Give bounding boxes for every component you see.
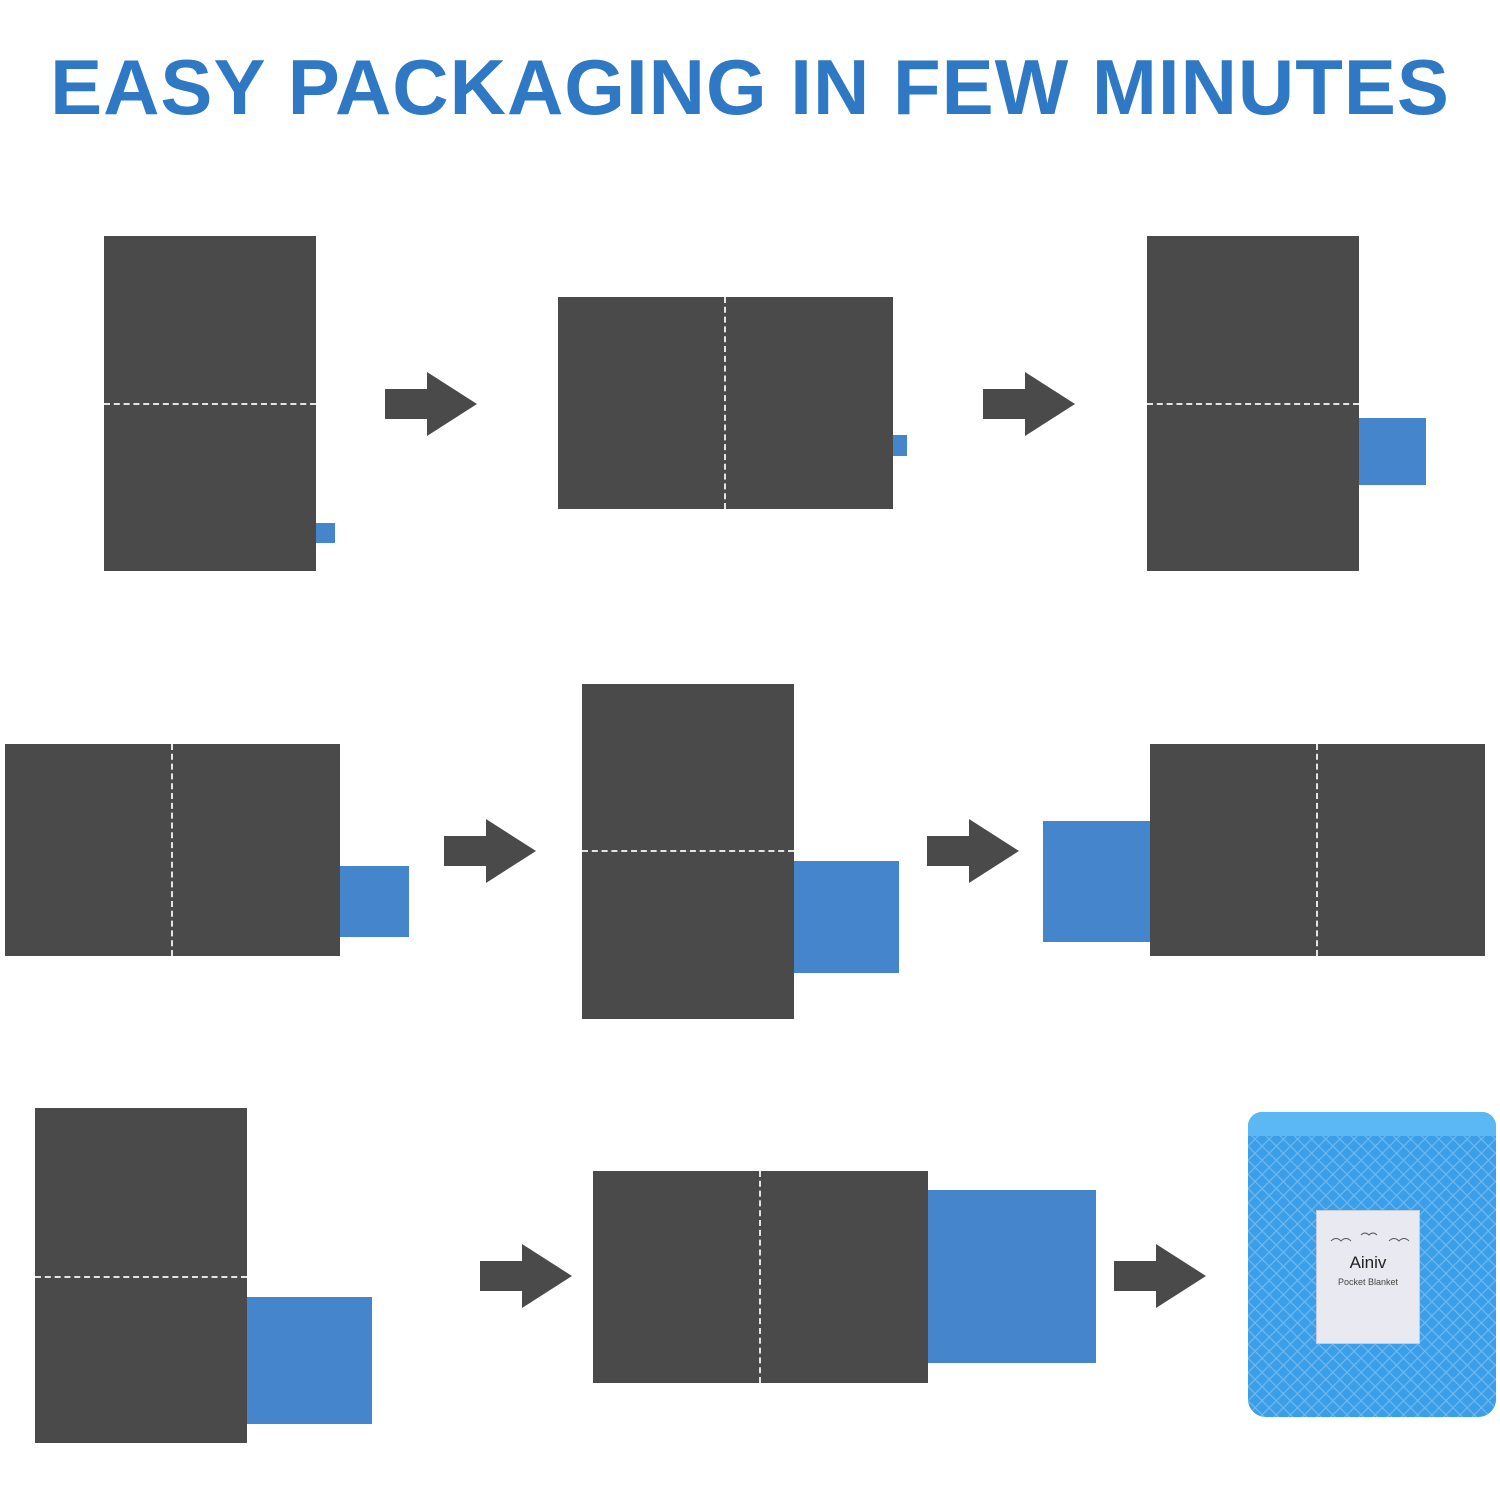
fold-line	[759, 1171, 761, 1383]
right-arrow-icon	[385, 372, 477, 436]
pouch-rim	[1248, 1112, 1496, 1136]
step-5-blanket	[582, 684, 794, 1019]
step-7-pocket-tab	[247, 1297, 372, 1424]
fold-line	[104, 403, 316, 405]
step-2-blanket	[558, 297, 893, 509]
step-6-pocket-tab	[1043, 821, 1151, 942]
fold-line	[1316, 744, 1318, 956]
fold-line	[724, 297, 726, 509]
step-4-pocket-tab	[340, 866, 409, 937]
packed-pocket-blanket: Ainiv Pocket Blanket	[1248, 1112, 1496, 1417]
product-name: Pocket Blanket	[1337, 1277, 1399, 1287]
fold-line	[582, 850, 794, 852]
right-arrow-icon	[983, 372, 1075, 436]
fold-line	[35, 1276, 247, 1278]
step-3-blanket	[1147, 236, 1359, 571]
step-4-blanket	[5, 744, 340, 956]
step-6-blanket	[1150, 744, 1485, 956]
step-7-blanket	[35, 1108, 247, 1443]
step-2-pocket-tab	[893, 435, 907, 456]
page-title: EASY PACKAGING IN FEW MINUTES	[50, 43, 1450, 131]
brand-name: Ainiv	[1349, 1253, 1387, 1272]
step-8-pocket-tab	[928, 1190, 1096, 1363]
step-8-blanket	[593, 1171, 928, 1383]
step-5-pocket-tab	[794, 861, 899, 973]
product-label: Ainiv Pocket Blanket	[1316, 1210, 1420, 1344]
right-arrow-icon	[1114, 1244, 1206, 1308]
step-1-pocket-tab	[316, 523, 335, 543]
step-3-pocket-tab	[1359, 418, 1426, 485]
right-arrow-icon	[927, 819, 1019, 883]
fold-line	[1147, 403, 1359, 405]
right-arrow-icon	[480, 1244, 572, 1308]
step-1-blanket	[104, 236, 316, 571]
birds-icon	[1330, 1232, 1410, 1242]
fold-line	[171, 744, 173, 956]
right-arrow-icon	[444, 819, 536, 883]
